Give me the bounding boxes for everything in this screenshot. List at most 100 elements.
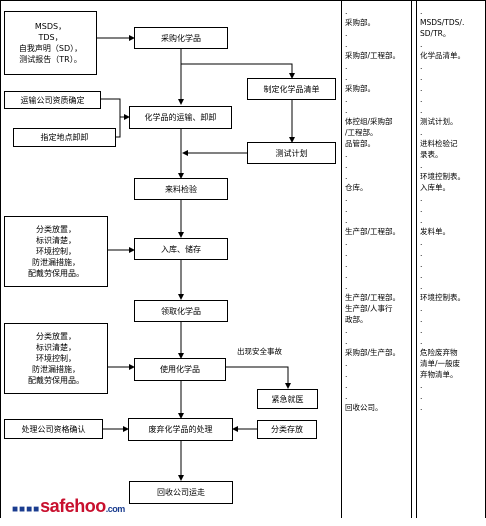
record-line: . xyxy=(420,216,423,225)
use-requirements-box: 分类放置， 标识清楚， 环境控制， 防泄漏措施， 配戴劳保用品。 xyxy=(4,323,108,394)
department-line: 生产部/工程部。 xyxy=(345,293,401,302)
record-line: . xyxy=(420,381,423,390)
department-line: . xyxy=(345,392,348,401)
department-line: . xyxy=(345,216,348,225)
doc-msds: MSDS， xyxy=(34,22,67,31)
department-line: . xyxy=(345,249,348,258)
node-recycle: 回收公司运走 xyxy=(129,481,233,504)
department-line: . xyxy=(345,7,348,16)
department-line: 采购部。 xyxy=(345,84,375,93)
logo-dots: ■■■■ xyxy=(12,504,41,515)
transport-confirm-box: 运输公司资质确定 xyxy=(4,91,101,109)
department-line: . xyxy=(345,95,348,104)
record-line: MSDS/TDS/. xyxy=(420,18,465,27)
record-line: . xyxy=(420,260,423,269)
department-line: . xyxy=(345,73,348,82)
node-transport: 化学品的运输、卸卸 xyxy=(129,106,232,129)
department-line: . xyxy=(345,161,348,170)
record-line: 发料单。 xyxy=(420,227,450,236)
storage-req-5: 配戴劳保用品。 xyxy=(28,269,84,278)
record-line: . xyxy=(420,271,423,280)
logo-domain: .com xyxy=(105,504,126,514)
disposal-confirm-box: 处理公司资格确认 xyxy=(4,419,103,439)
record-line: . xyxy=(420,73,423,82)
department-line: 采购部。 xyxy=(345,18,375,27)
record-line: . xyxy=(420,128,423,137)
storage-req-1: 分类放置， xyxy=(36,225,76,234)
node-make-list: 制定化学品清单 xyxy=(247,78,336,100)
column-divider-record xyxy=(411,0,412,518)
doc-tds: TDS， xyxy=(38,33,63,42)
doc-tr: 测试报告（TR）。 xyxy=(19,55,82,64)
storage-req-4: 防泄漏措施， xyxy=(32,258,80,267)
doc-sd: 自我声明（SD）， xyxy=(18,44,83,53)
node-waste-disposal: 废弃化学品的处理 xyxy=(128,418,233,441)
department-line: 生产部/工程部。 xyxy=(345,227,401,236)
record-line: 环境控制表。 xyxy=(420,293,465,302)
department-line: . xyxy=(345,194,348,203)
record-line: . xyxy=(420,84,423,93)
department-line: . xyxy=(345,150,348,159)
department-line: /工程部。 xyxy=(345,128,378,137)
department-line: . xyxy=(345,271,348,280)
logo-text: safehoo xyxy=(40,496,106,516)
record-line: 入库单。 xyxy=(420,183,450,192)
accident-label: 出现安全事故 xyxy=(237,347,282,356)
use-req-5: 配戴劳保用品。 xyxy=(28,376,84,385)
storage-req-2: 标识清楚， xyxy=(36,236,76,245)
department-line: . xyxy=(345,260,348,269)
node-storage: 入库、储存 xyxy=(134,238,228,260)
table-top-border xyxy=(0,0,486,1)
department-line: . xyxy=(345,359,348,368)
department-line: 政部。 xyxy=(345,315,368,324)
department-line: . xyxy=(345,29,348,38)
record-line: . xyxy=(420,392,423,401)
department-line: 回收公司。 xyxy=(345,403,383,412)
record-line: 测试计划。 xyxy=(420,117,458,126)
department-line: . xyxy=(345,238,348,247)
record-line: . xyxy=(420,282,423,291)
node-receive: 领取化学品 xyxy=(134,300,228,322)
record-line: . xyxy=(420,161,423,170)
column-divider-record-inner xyxy=(416,0,417,518)
department-line: . xyxy=(345,106,348,115)
department-line: 采购部/生产部。 xyxy=(345,348,401,357)
record-line: 进料检验记 xyxy=(420,139,458,148)
record-line: 弃物清单。 xyxy=(420,370,458,379)
documents-box: MSDS， TDS， 自我声明（SD）， 测试报告（TR）。 xyxy=(4,11,97,75)
node-emergency: 紧急就医 xyxy=(257,389,318,409)
record-line: 化学品清单。 xyxy=(420,51,465,60)
use-req-4: 防泄漏措施， xyxy=(32,365,80,374)
department-line: . xyxy=(345,172,348,181)
record-line: 清单/一般废 xyxy=(420,359,461,368)
department-line: . xyxy=(345,326,348,335)
record-column: .MSDS/TDS/.SD/TR。.化学品清单。.....测试计划。.进料检验记… xyxy=(420,6,484,413)
record-line: . xyxy=(420,238,423,247)
storage-requirements-box: 分类放置， 标识清楚， 环境控制， 防泄漏措施， 配戴劳保用品。 xyxy=(4,216,108,287)
column-divider-department xyxy=(341,0,342,518)
record-line: . xyxy=(420,337,423,346)
node-test-plan: 测试计划 xyxy=(247,142,336,164)
department-line: . xyxy=(345,40,348,49)
department-line: . xyxy=(345,62,348,71)
department-line: 体控组/采购部 xyxy=(345,117,393,126)
department-line: . xyxy=(345,381,348,390)
node-use: 使用化学品 xyxy=(134,358,226,381)
record-line: . xyxy=(420,205,423,214)
storage-req-3: 环境控制， xyxy=(36,247,76,256)
department-line: 生产部/人事行 xyxy=(345,304,393,313)
department-column: .采购部。..采购部/工程部。..采购部。..体控组/采购部/工程部。品管部。.… xyxy=(345,6,409,413)
record-line: . xyxy=(420,7,423,16)
record-line: . xyxy=(420,326,423,335)
safehoo-logo: ■■■■safehoo.com xyxy=(12,496,125,517)
department-line: 品管部。 xyxy=(345,139,375,148)
record-line: . xyxy=(420,95,423,104)
record-line: . xyxy=(420,106,423,115)
record-line: . xyxy=(420,403,423,412)
record-line: . xyxy=(420,194,423,203)
node-sort-store: 分类存放 xyxy=(257,420,317,439)
record-line: . xyxy=(420,62,423,71)
department-line: . xyxy=(345,205,348,214)
use-req-2: 标识清楚， xyxy=(36,343,76,352)
